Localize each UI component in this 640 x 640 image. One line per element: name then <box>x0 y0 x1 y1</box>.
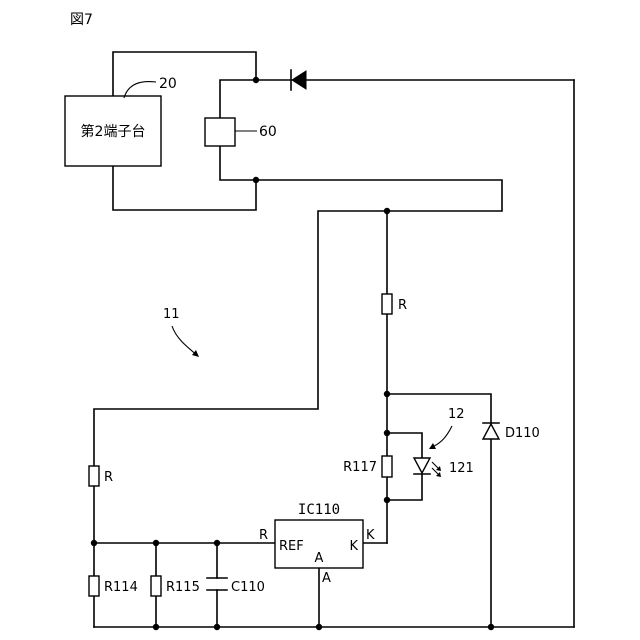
resistor-left-label: R <box>104 470 113 485</box>
ic-ref-label: IC110 <box>298 502 340 518</box>
junction-dot <box>214 624 220 630</box>
circuit-ref: 11 <box>163 307 180 322</box>
terminal-block-20: 第2端子台 <box>65 96 161 166</box>
junction-dot <box>488 624 494 630</box>
resistor-r117-label: R117 <box>343 460 377 475</box>
terminal-block-ref: 20 <box>159 76 177 92</box>
junction-dot <box>253 77 259 83</box>
resistor-r115 <box>151 576 161 596</box>
resistor-r117 <box>382 456 392 477</box>
resistor-upper <box>382 294 392 314</box>
junction-dot <box>153 624 159 630</box>
ic-110: REF A K <box>275 520 363 568</box>
ic-pin-k-label: K <box>349 539 358 554</box>
led-group-ref: 12 <box>448 407 465 422</box>
diode-d110 <box>483 423 499 439</box>
circuit-leader <box>172 326 198 356</box>
junction-dot <box>384 208 390 214</box>
capacitor-c110 <box>207 578 227 590</box>
ic-outer-k-label: K <box>366 528 375 543</box>
led-ref: 121 <box>449 461 474 476</box>
resistor-r115-label: R115 <box>166 580 200 595</box>
relay-coil-60 <box>205 118 235 146</box>
ic-pin-a-label: A <box>315 551 324 566</box>
junction-dot <box>316 624 322 630</box>
resistor-left <box>89 466 99 486</box>
resistor-upper-label: R <box>398 298 407 313</box>
circuit-leader-arrow <box>192 350 199 357</box>
junction-dot <box>214 540 220 546</box>
resistor-r114 <box>89 576 99 596</box>
junction-dot <box>384 391 390 397</box>
top-diode <box>291 70 306 90</box>
junction-dot <box>253 177 259 183</box>
ic-outer-a-label: A <box>322 571 331 586</box>
ic-pin-ref-label: REF <box>279 539 304 554</box>
led-121 <box>414 458 441 477</box>
capacitor-c110-label: C110 <box>231 580 265 595</box>
junction-dot <box>384 497 390 503</box>
junction-dot <box>384 430 390 436</box>
diode-d110-label: D110 <box>505 426 540 441</box>
junction-dot <box>153 540 159 546</box>
ic-outer-r-label: R <box>259 528 268 543</box>
junction-dot <box>91 540 97 546</box>
figure-label: 図7 <box>70 12 93 28</box>
relay-ref: 60 <box>259 124 277 140</box>
terminal-block-label: 第2端子台 <box>81 123 146 140</box>
resistor-r114-label: R114 <box>104 580 138 595</box>
